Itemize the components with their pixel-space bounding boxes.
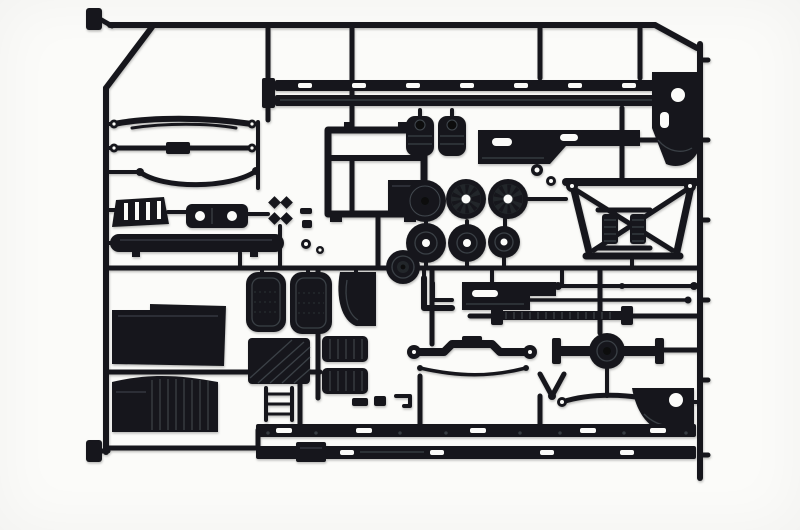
tiny-clips [300,208,324,254]
louver-bracket [112,197,169,227]
stabilizer-bar [136,167,260,188]
gear-wheel-1 [446,179,486,219]
bumper-bar [110,234,284,257]
air-tank-2 [438,116,466,156]
pulley-disc [386,250,420,284]
hatch-plate [248,338,311,384]
cab-corner-bracket [652,72,700,166]
drive-shaft [491,306,633,325]
gear-wheel-2 [488,179,528,219]
steering-linkage [109,142,257,154]
step-plate [478,130,640,164]
small-rings [531,164,556,186]
floor-mat-1 [246,272,286,332]
chassis-rail-bottom-1 [256,424,696,437]
spring-hanger-inner [595,207,653,251]
chassis-rail-pair-top [262,78,677,108]
small-diamonds [268,196,293,225]
bottom-left-tab [86,440,111,462]
exhaust-bracket [421,275,455,311]
plate-bracket [186,204,248,228]
tie-rod-1 [554,282,698,290]
channel-bracket [462,282,556,310]
ribbed-box-2 [322,368,368,394]
hub-disc-1 [406,223,446,263]
v-link [537,371,567,400]
hub-disc-3 [488,226,520,258]
ribbed-box-1 [322,336,368,362]
air-tank-1 [406,116,434,156]
top-left-tab [86,8,102,30]
leaf-spring-long [109,115,257,130]
hub-disc-2 [448,224,486,262]
wheel-arch-flap [338,272,376,326]
chassis-rail-bottom-2 [256,442,696,462]
front-axle [407,336,537,377]
ladder-step [264,386,294,422]
fender-panel [112,375,218,432]
tire-disc [404,180,446,222]
side-panel [112,304,226,366]
suspension-frame [562,178,700,260]
small-brackets-bottom [352,394,412,408]
rear-axle [552,333,664,369]
floor-mat-2 [290,272,332,334]
sprue [86,8,711,481]
